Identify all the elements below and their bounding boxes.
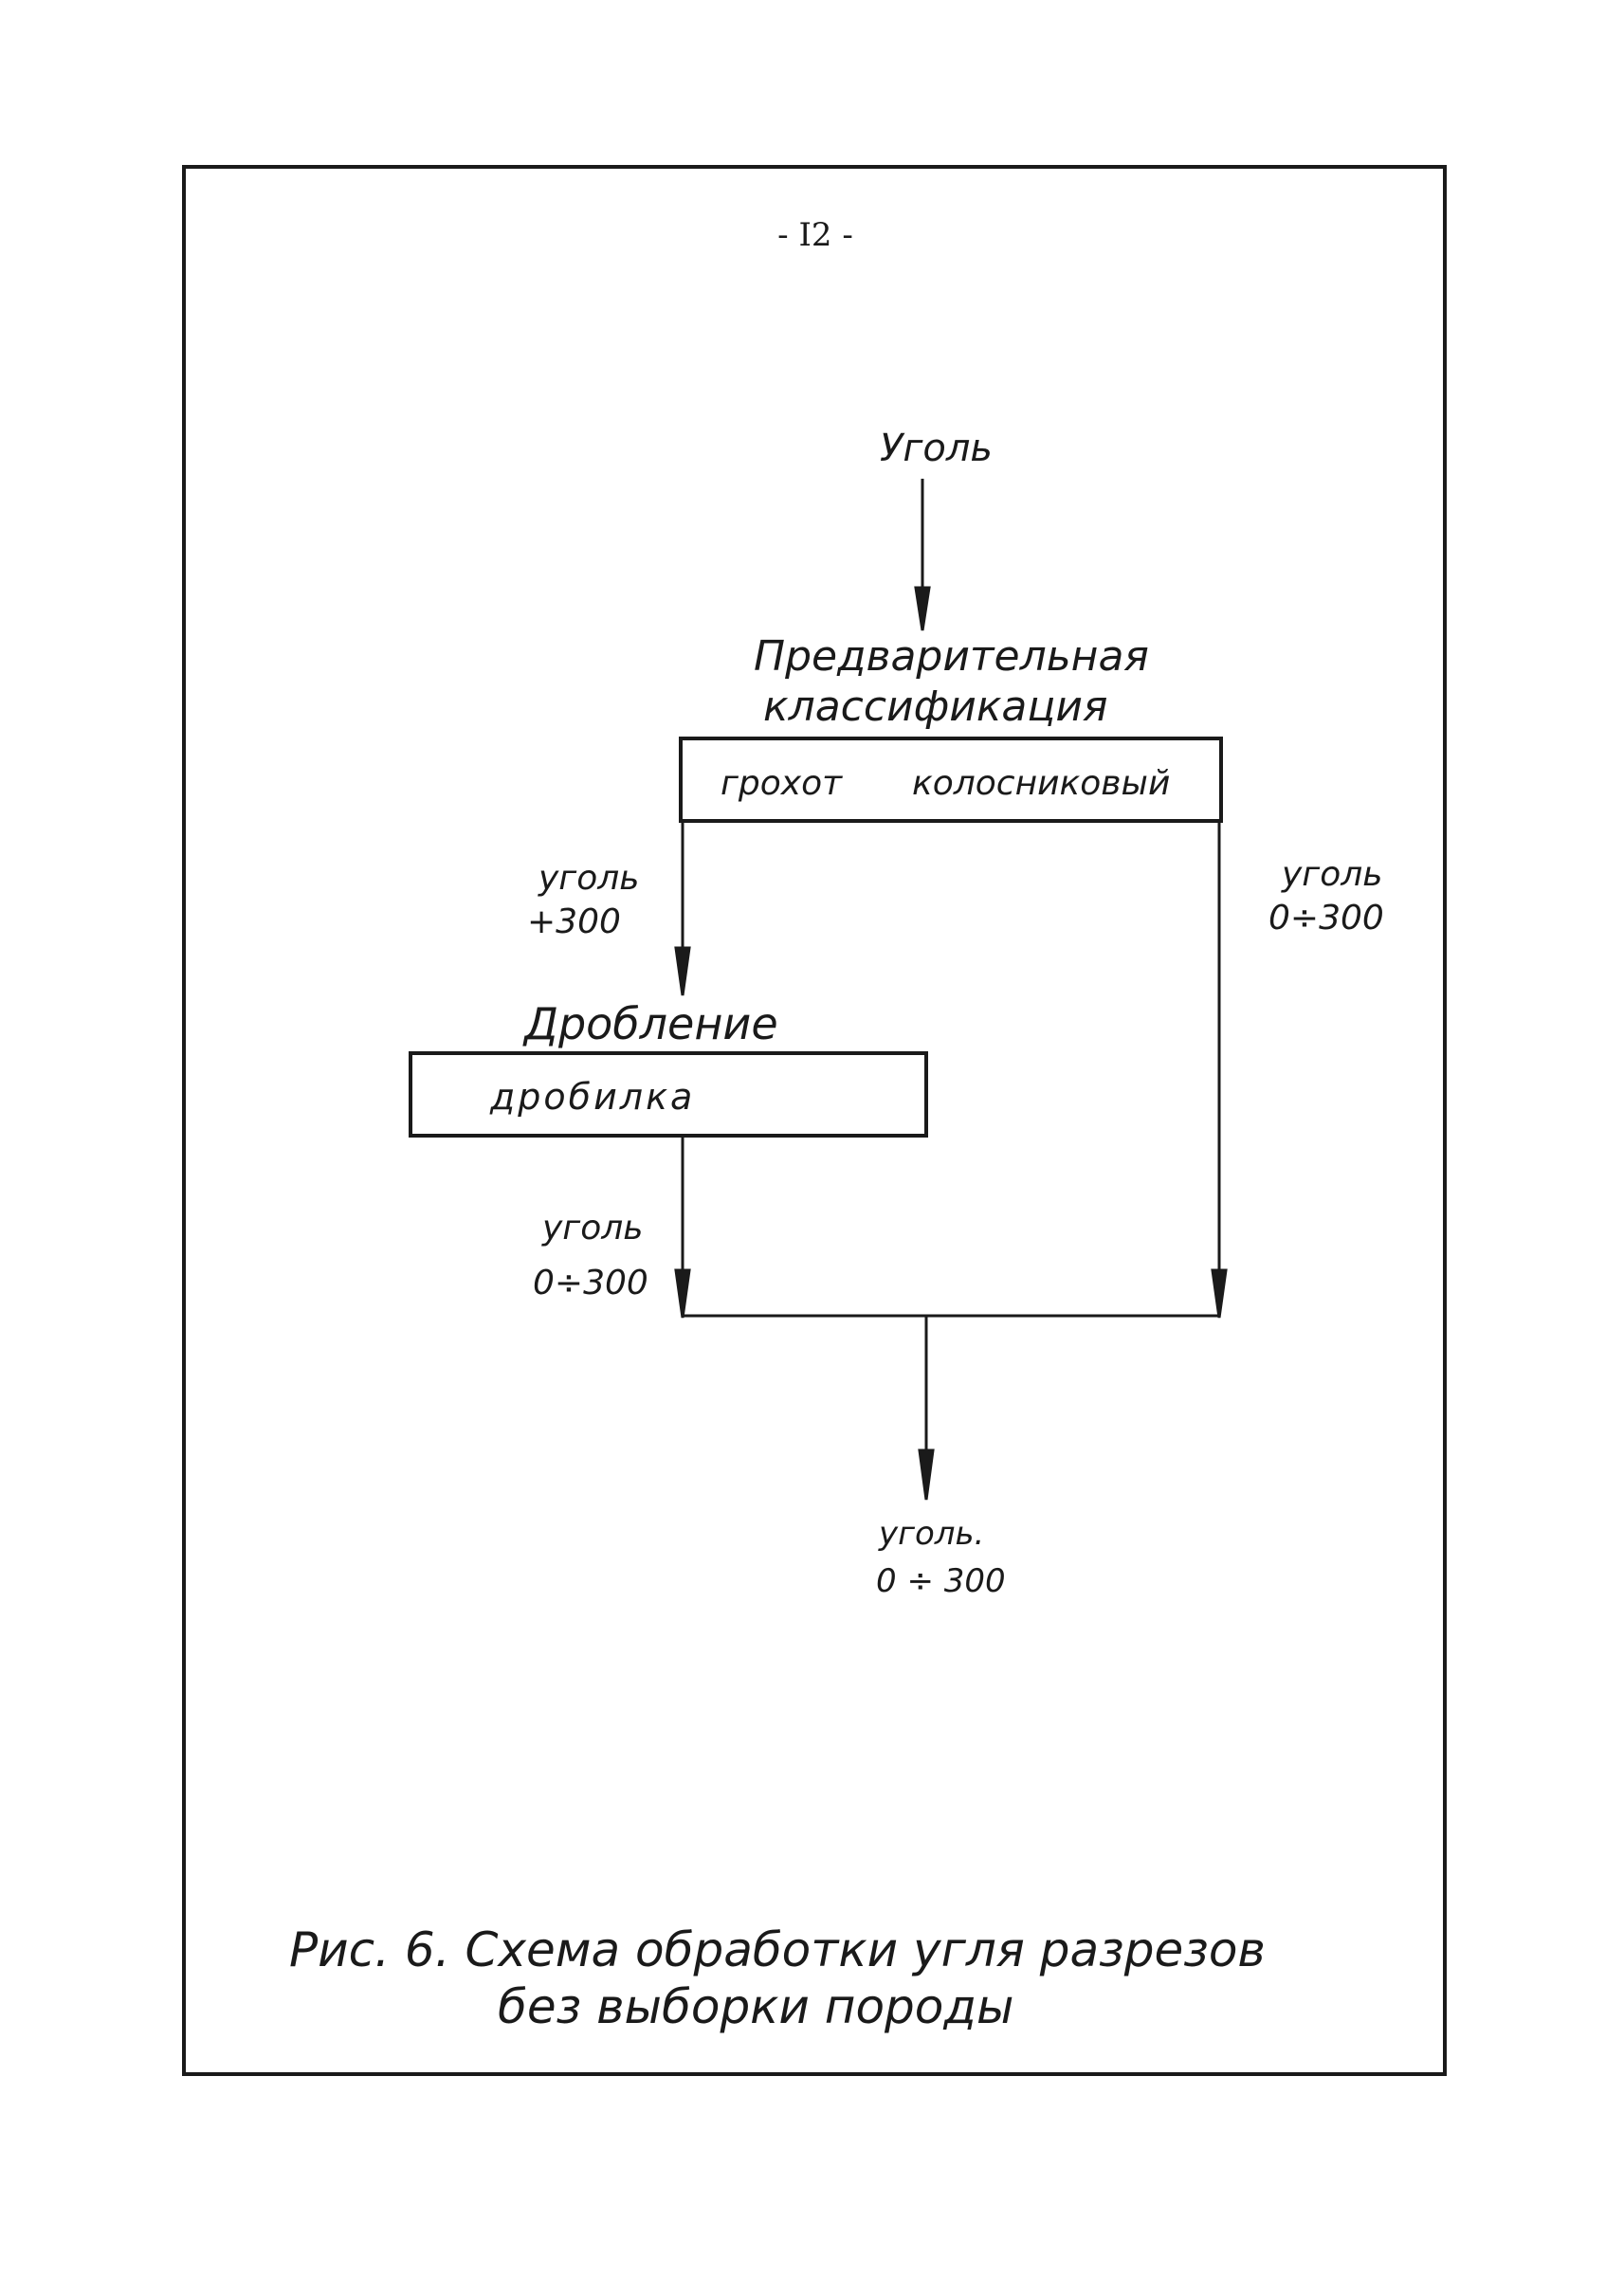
input-label: Уголь	[880, 427, 994, 470]
figure-caption-line2: без выборки породы	[498, 1979, 1014, 2034]
oversize-label-line2: +300	[527, 902, 621, 941]
page-frame	[182, 165, 1447, 2076]
output-label-line1: уголь.	[879, 1515, 985, 1553]
output-label-line2: 0 ÷ 300	[876, 1562, 1006, 1600]
crushed-label-line1: уголь	[542, 1209, 644, 1248]
crushed-arrowhead	[674, 1268, 691, 1319]
undersize-label-line2: 0÷300	[1268, 899, 1384, 938]
undersize-label-line1: уголь	[1282, 855, 1383, 894]
output-arrowhead	[918, 1448, 935, 1501]
crusher-equipment: дробилка	[490, 1076, 696, 1118]
screen-equipment-right: колосниковый	[912, 764, 1171, 803]
oversize-label-line1: уголь	[538, 859, 640, 898]
input-arrowhead	[914, 586, 931, 631]
screen-box	[679, 737, 1223, 823]
undersize-arrowhead	[1211, 1268, 1228, 1319]
oversize-arrowhead	[674, 946, 691, 996]
figure-caption-line1: Рис. 6. Схема обработки угля разрезов	[289, 1922, 1266, 1977]
crushed-label-line2: 0÷300	[533, 1264, 648, 1302]
classification-title-line1: Предварительная	[754, 632, 1149, 681]
crushing-title: Дробление	[524, 998, 778, 1049]
classification-title-line2: классификация	[763, 683, 1108, 731]
screen-equipment-left: грохот	[721, 764, 843, 803]
page-number: - I2 -	[777, 216, 853, 254]
crusher-box	[409, 1051, 928, 1138]
